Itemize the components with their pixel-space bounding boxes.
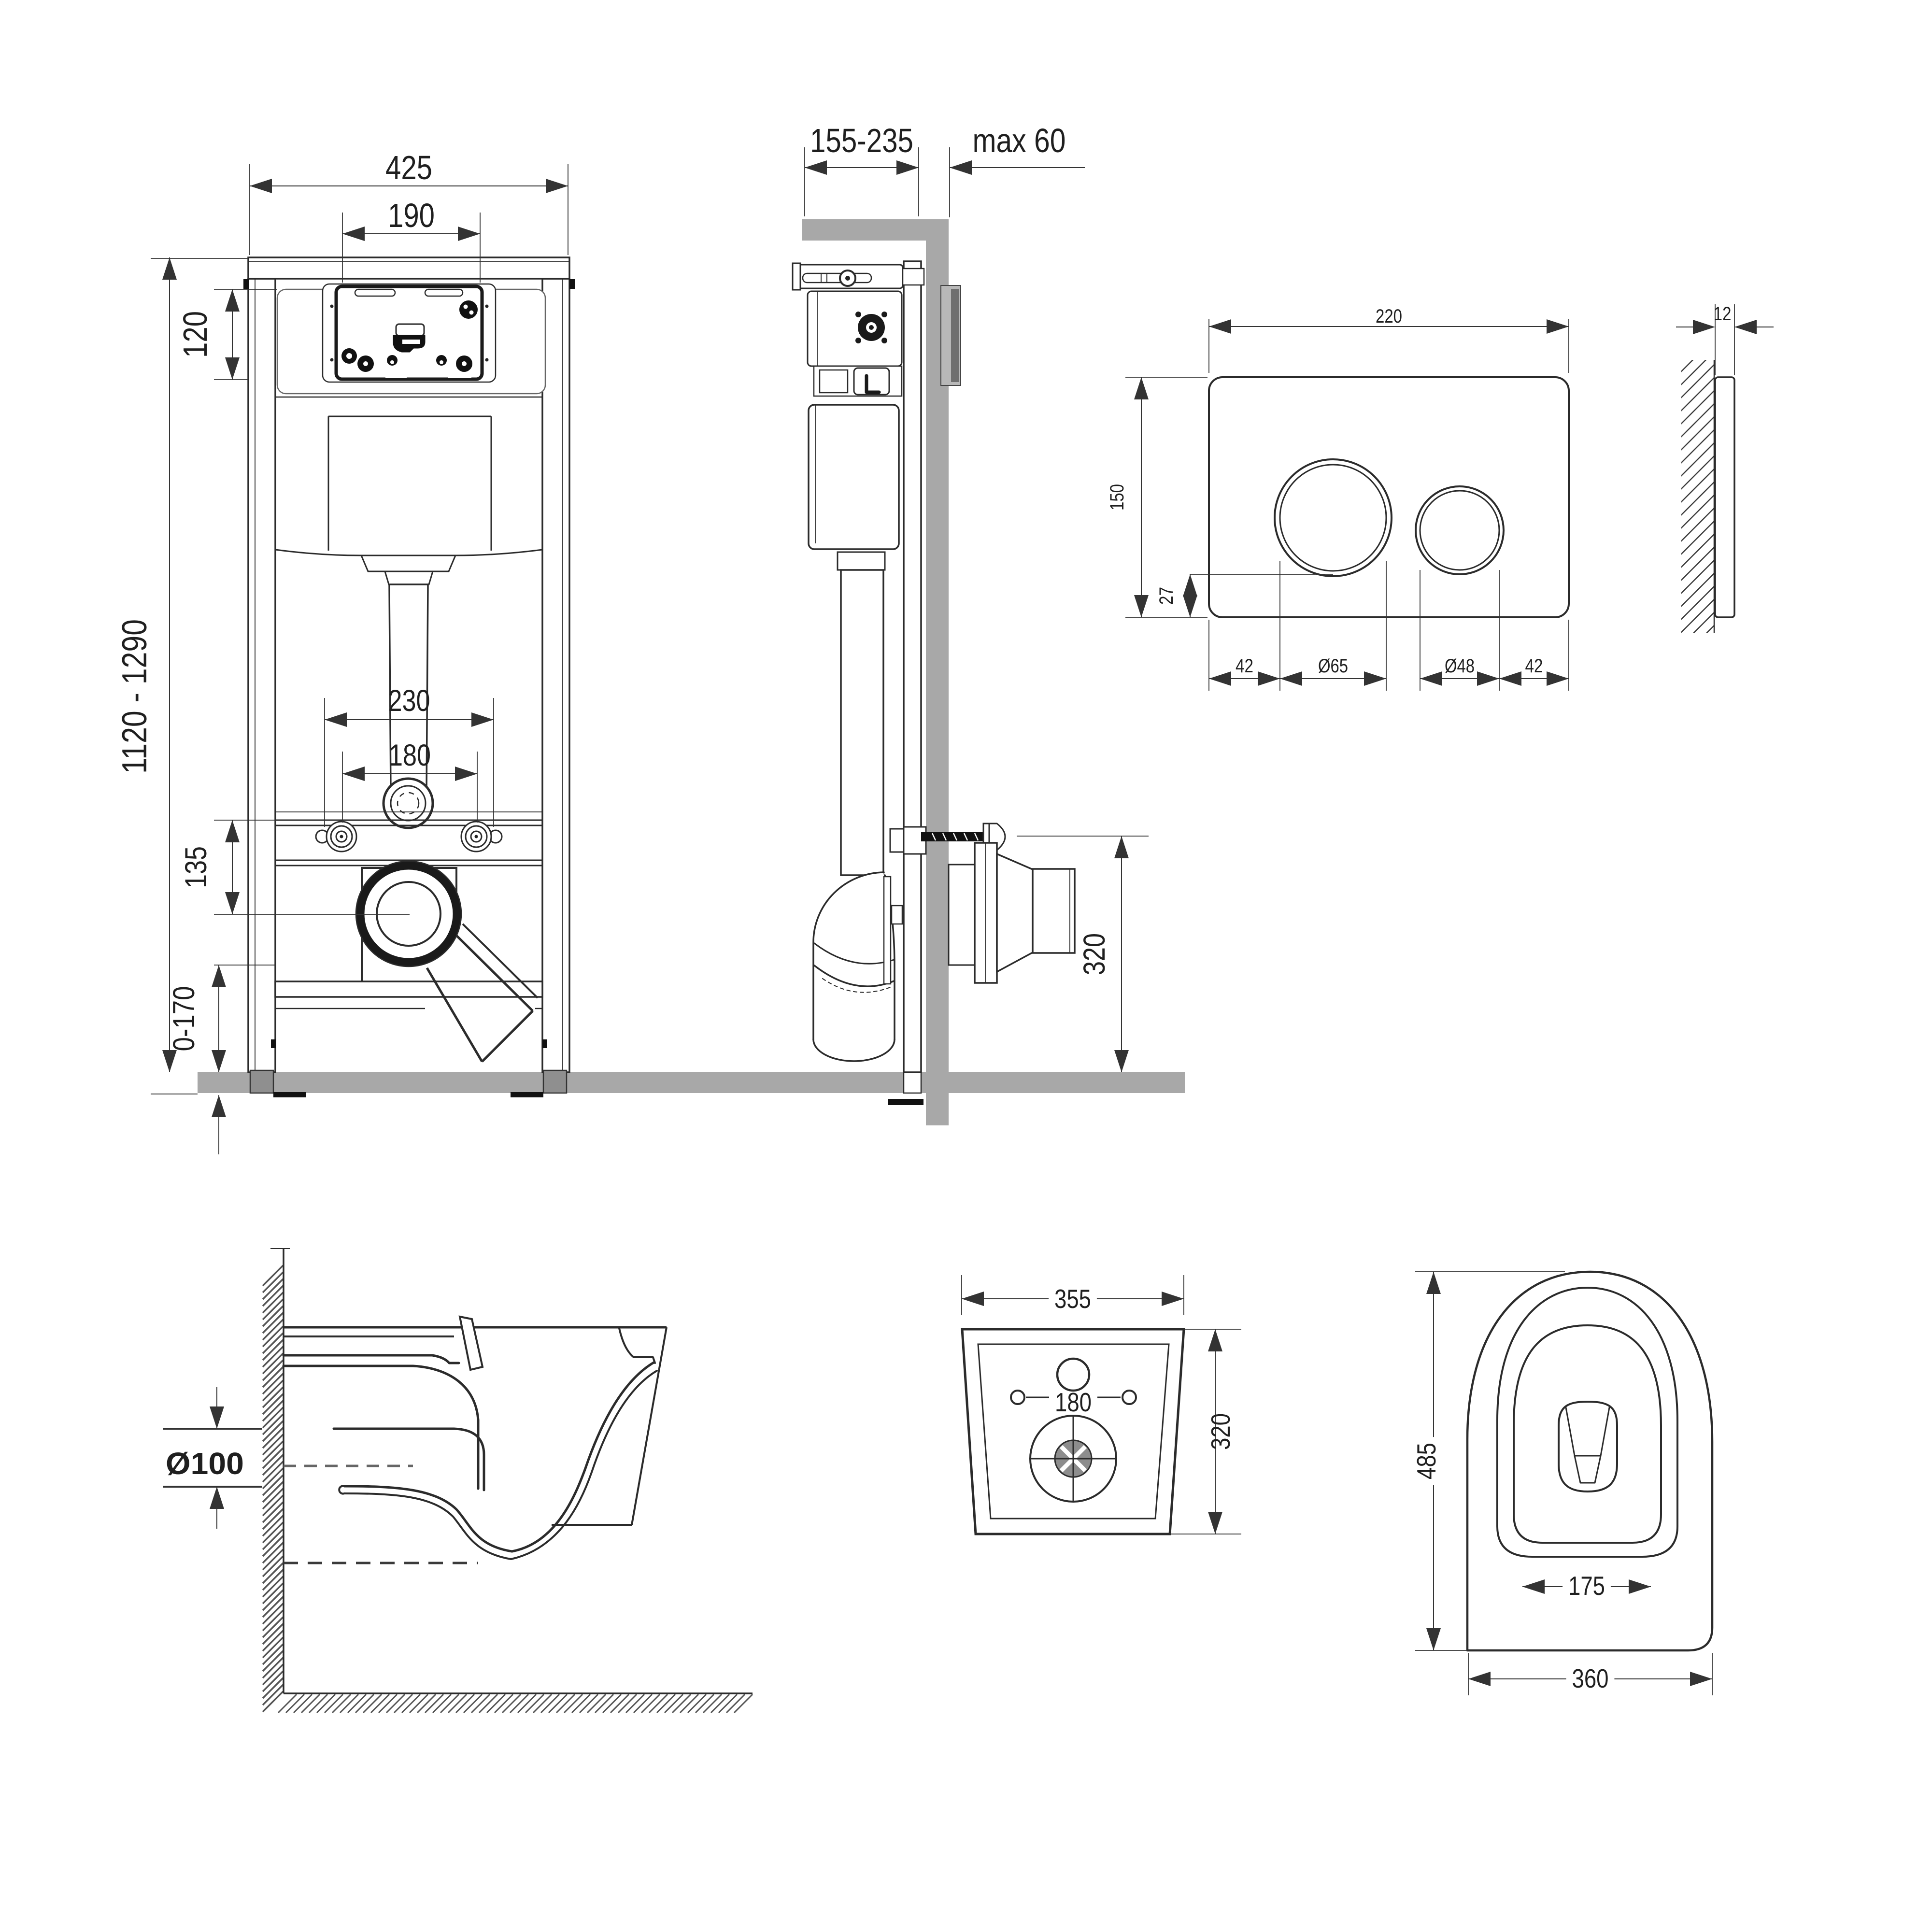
svg-text:230: 230 — [388, 684, 430, 718]
svg-text:180: 180 — [389, 739, 431, 772]
svg-text:120: 120 — [176, 311, 214, 358]
svg-text:1120 - 1290: 1120 - 1290 — [115, 619, 154, 774]
svg-text:135: 135 — [179, 846, 213, 888]
svg-text:355: 355 — [1054, 1284, 1091, 1314]
svg-text:27: 27 — [1156, 587, 1177, 605]
svg-text:Ø100: Ø100 — [166, 1446, 244, 1481]
svg-text:max 60: max 60 — [973, 122, 1066, 159]
svg-text:485: 485 — [1411, 1443, 1441, 1479]
svg-text:320: 320 — [1206, 1413, 1236, 1450]
svg-text:175: 175 — [1568, 1571, 1605, 1601]
svg-text:Ø65: Ø65 — [1318, 655, 1348, 677]
svg-text:180: 180 — [1055, 1387, 1092, 1417]
svg-text:360: 360 — [1572, 1663, 1609, 1693]
svg-text:150: 150 — [1107, 484, 1128, 511]
svg-text:42: 42 — [1236, 655, 1253, 677]
svg-text:Ø48: Ø48 — [1445, 655, 1475, 677]
svg-text:320: 320 — [1078, 933, 1111, 975]
svg-text:220: 220 — [1376, 306, 1402, 327]
svg-text:425: 425 — [385, 149, 432, 186]
svg-text:0-170: 0-170 — [167, 986, 201, 1051]
svg-text:155-235: 155-235 — [810, 122, 913, 159]
svg-text:12: 12 — [1714, 303, 1732, 325]
svg-text:190: 190 — [388, 197, 435, 234]
svg-text:42: 42 — [1525, 655, 1543, 677]
